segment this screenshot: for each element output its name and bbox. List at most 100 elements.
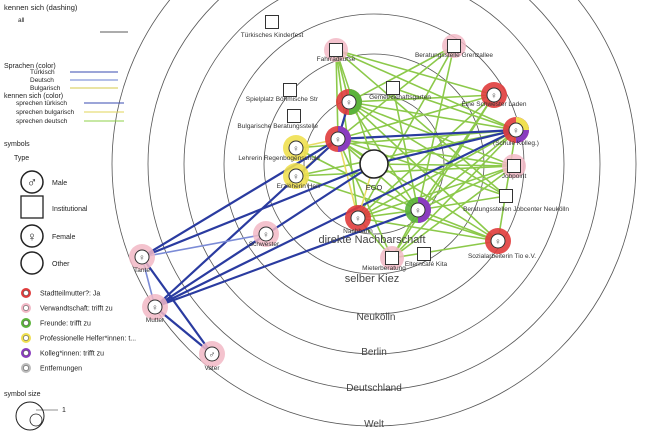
node-label: Bulgarische Beratungsstelle [237,123,318,130]
square-icon [283,83,297,97]
ego-circle[interactable] [359,149,389,179]
network-nodes: Türkisches KinderfestFahrradkurseBeratun… [129,15,569,372]
legend-type-female: ♀ Female [20,224,75,248]
legend-size-value: 1 [62,407,66,414]
node-lehrerin[interactable]: ♀ Lehrerin Regenbogenschule [238,135,320,162]
female-glyph: ♀ [293,143,300,153]
ring-1 [303,93,445,235]
edge-blue [336,128,518,141]
node-mutter[interactable]: ♀Mutter [142,294,168,324]
edge-ego-green [373,163,515,167]
node-tuerkisches-kinderfest[interactable]: Türkisches Kinderfest [241,15,304,40]
node-label: Eine Schwester Laden [461,101,526,108]
ego-label: EGO [366,183,383,192]
female-icon [508,122,524,138]
ring-label: Berlin [361,347,387,358]
node-label: Jobpoint [502,173,527,180]
legend-type-male: ♂ Male [20,170,67,194]
edge-blue [140,137,340,259]
edge-ego-blue [141,162,375,259]
node-elterncafe[interactable]: Elterncafé Kita [405,247,448,269]
legend-color-title: Sprachen (color) [4,63,56,70]
node-gemeinschaftsgarten[interactable]: Gemeinschaftsgarten [369,81,431,102]
female-glyph: ♀ [27,229,37,244]
node-frau-2[interactable]: ♀ [325,126,351,152]
edge-green [392,87,517,131]
female-glyph: ♀ [415,205,422,215]
node-label: Spielplatz Böhmische Str [246,96,319,103]
edge-green [391,94,495,259]
legend-kennen-label: sprechen türkisch [16,100,67,107]
edge-ego-blue [373,128,517,166]
node-bulg-beratung[interactable]: Bulgarische Beratungsstelle [237,109,318,131]
node-fahrradkurse[interactable]: Fahrradkurse [317,38,356,63]
node-label: Tante [134,267,150,274]
ring-label: direkte Nachbarschaft [319,234,426,246]
edge-green [335,49,517,131]
node-jobpoint[interactable]: Jobpoint [502,154,527,180]
legend-kennen-label: sprechen deutsch [16,118,68,125]
female-icon [410,202,426,218]
legend-size-title: symbol size [4,391,41,398]
legend-attribute-label: Verwandtschaft: trifft zu [40,306,113,313]
edge-green [335,49,507,197]
edge-green [335,49,495,96]
female-icon [258,226,274,242]
node-beratung-grenzallee[interactable]: Beratungsstelle Grenzallee [415,34,493,59]
edge-green [417,45,455,211]
ego-node[interactable]: EGO [359,149,389,192]
edge-green [392,87,419,211]
node-label: (Schule Kolleg.) [493,140,539,147]
edge-blue [153,128,518,309]
node-erzieherin[interactable]: ♀Erzieherin Hert [277,163,321,190]
female-icon [330,131,346,147]
edge-blue [140,255,214,356]
ring-label: Welt [364,419,384,430]
legend-type-title: Type [14,155,29,162]
node-schwester[interactable]: ♀Schwester [249,221,280,248]
node-mieterberatung[interactable]: Mieterberatung [362,246,406,272]
node-label: Lehrerin Regenbogenschule [238,155,320,162]
square-icon [329,43,343,57]
node-nachbarin[interactable]: ♀Nachbarin [343,205,373,235]
node-spielplatz[interactable]: Spielplatz Böhmische Str [246,83,319,104]
ring-5 [147,0,601,391]
edge-green [417,209,499,242]
relationship-edges [140,45,518,356]
female-glyph: ♀ [513,125,520,135]
node-label: Beratungsstellen Jobcenter Neukölln [463,206,569,213]
legend-symbols-title: symbols [4,141,30,148]
circle-icon [20,251,44,275]
node-label: Türkisches Kinderfest [241,32,304,39]
edge-green [357,217,499,242]
female-icon [490,233,506,249]
square-icon [265,15,279,29]
edge-green [417,195,507,211]
edge-green [357,165,515,219]
node-beratung-jobcenter[interactable]: Beratungsstellen Jobcenter Neukölln [463,189,569,214]
legend-attribute-label: Professionelle Helfer*innen: t... [40,336,136,343]
node-label: Fahrradkurse [317,56,356,63]
node-sozialarbeiterin[interactable]: ♀Sozialarbeiterin Tio e.V. [468,228,536,260]
node-vater[interactable]: ♂Vater [199,341,225,372]
legend-attribute-core [23,335,29,341]
node-label: Mieterberatung [362,265,406,272]
legend-dashing-all: all [18,17,25,24]
node-frau-1[interactable]: ♀ [336,89,362,115]
square-icon [507,159,521,173]
node-tante[interactable]: ♀Tante [129,244,155,274]
female-glyph: ♀ [152,302,159,312]
node-frau-4[interactable]: ♀ [405,197,431,223]
edge-green [357,129,517,219]
legend-attribute-core [23,365,29,371]
node-label: Elterncafé Kita [405,261,448,268]
ring-4 [183,0,565,355]
node-eine-ladenladen[interactable]: ♀Eine Schwester Laden [461,82,527,108]
ring-label: selber Kiez [345,273,399,285]
female-glyph: ♀ [263,229,270,239]
legend-type-label: Female [52,234,75,241]
node-frau-3[interactable]: ♀ (Schule Kolleg.) [493,117,539,147]
